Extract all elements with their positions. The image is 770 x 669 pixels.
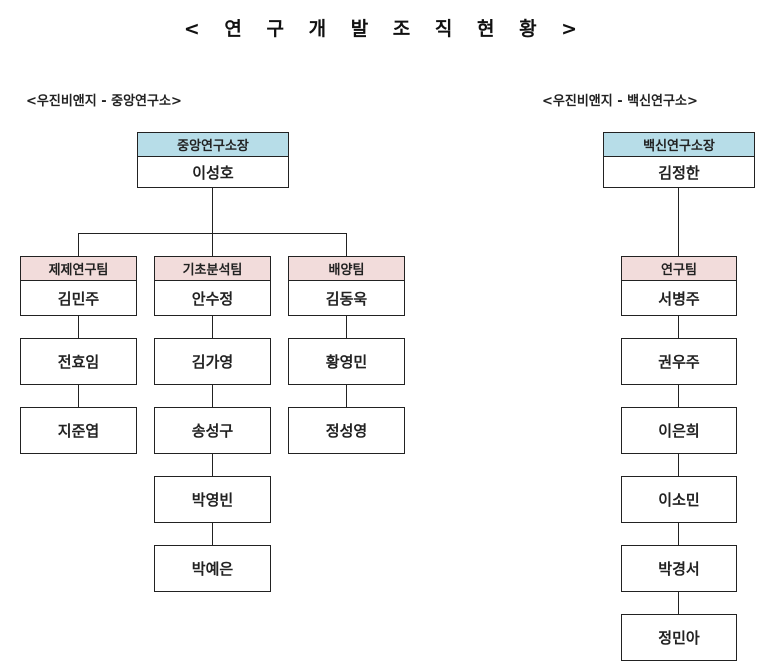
member-name: 전효임 bbox=[57, 353, 100, 371]
member-name: 권우주 bbox=[658, 353, 700, 371]
connector bbox=[212, 523, 213, 545]
connector bbox=[78, 316, 79, 338]
connector bbox=[212, 316, 213, 338]
member-name: 김가영 bbox=[191, 353, 234, 371]
member-box: 정민아 bbox=[621, 614, 737, 661]
vaccine-head-role: 백신연구소장 bbox=[604, 133, 754, 157]
connector bbox=[212, 385, 213, 407]
connector bbox=[678, 454, 679, 476]
team-name: 배양팀 bbox=[289, 257, 404, 281]
page-title: < 연 구 개 발 조 직 현 황 > bbox=[183, 18, 587, 40]
connector bbox=[78, 385, 79, 407]
central-head-role: 중앙연구소장 bbox=[138, 133, 288, 157]
vaccine-lab-label: <우진비앤지 - 백신연구소> bbox=[542, 94, 698, 109]
team-box-culture: 배양팀 김동욱 bbox=[288, 256, 405, 316]
team-box-research: 연구팀 서병주 bbox=[621, 256, 737, 316]
team-leader: 안수정 bbox=[191, 289, 234, 308]
connector bbox=[346, 385, 347, 407]
member-name: 황영민 bbox=[325, 353, 368, 371]
member-box: 박경서 bbox=[621, 545, 737, 592]
member-name: 이소민 bbox=[658, 491, 700, 509]
member-box: 전효임 bbox=[20, 338, 137, 385]
connector bbox=[346, 233, 347, 256]
connector bbox=[212, 454, 213, 476]
member-box: 이은희 bbox=[621, 407, 737, 454]
member-box: 송성구 bbox=[154, 407, 271, 454]
connector bbox=[212, 188, 213, 256]
connector bbox=[678, 592, 679, 614]
team-leader: 김민주 bbox=[57, 289, 100, 308]
member-box: 박예은 bbox=[154, 545, 271, 592]
member-box: 이소민 bbox=[621, 476, 737, 523]
member-name: 이은희 bbox=[658, 422, 700, 440]
member-name: 박예은 bbox=[191, 560, 234, 578]
central-lab-label: <우진비앤지 - 중앙연구소> bbox=[26, 94, 182, 109]
team-box-basic-analysis: 기초분석팀 안수정 bbox=[154, 256, 271, 316]
connector bbox=[78, 233, 347, 234]
member-name: 송성구 bbox=[191, 422, 234, 440]
central-head-box: 중앙연구소장 이성호 bbox=[137, 132, 289, 188]
team-name: 연구팀 bbox=[622, 257, 736, 281]
member-name: 정민아 bbox=[658, 629, 700, 647]
member-name: 정성영 bbox=[325, 422, 368, 440]
connector bbox=[78, 233, 79, 256]
member-box: 정성영 bbox=[288, 407, 405, 454]
member-name: 박경서 bbox=[658, 560, 700, 578]
central-head-name: 이성호 bbox=[192, 163, 234, 182]
member-box: 권우주 bbox=[621, 338, 737, 385]
vaccine-head-box: 백신연구소장 김정한 bbox=[603, 132, 755, 188]
team-name: 제제연구팀 bbox=[21, 257, 136, 281]
member-box: 김가영 bbox=[154, 338, 271, 385]
member-box: 황영민 bbox=[288, 338, 405, 385]
member-box: 지준엽 bbox=[20, 407, 137, 454]
connector bbox=[346, 316, 347, 338]
connector bbox=[678, 316, 679, 338]
connector bbox=[678, 523, 679, 545]
member-name: 박영빈 bbox=[191, 491, 234, 509]
team-name: 기초분석팀 bbox=[155, 257, 270, 281]
connector bbox=[678, 188, 679, 256]
connector bbox=[678, 385, 679, 407]
team-leader: 김동욱 bbox=[325, 289, 368, 308]
vaccine-head-name: 김정한 bbox=[658, 163, 700, 182]
team-leader: 서병주 bbox=[658, 289, 700, 308]
member-box: 박영빈 bbox=[154, 476, 271, 523]
team-box-formulation: 제제연구팀 김민주 bbox=[20, 256, 137, 316]
member-name: 지준엽 bbox=[57, 422, 100, 440]
